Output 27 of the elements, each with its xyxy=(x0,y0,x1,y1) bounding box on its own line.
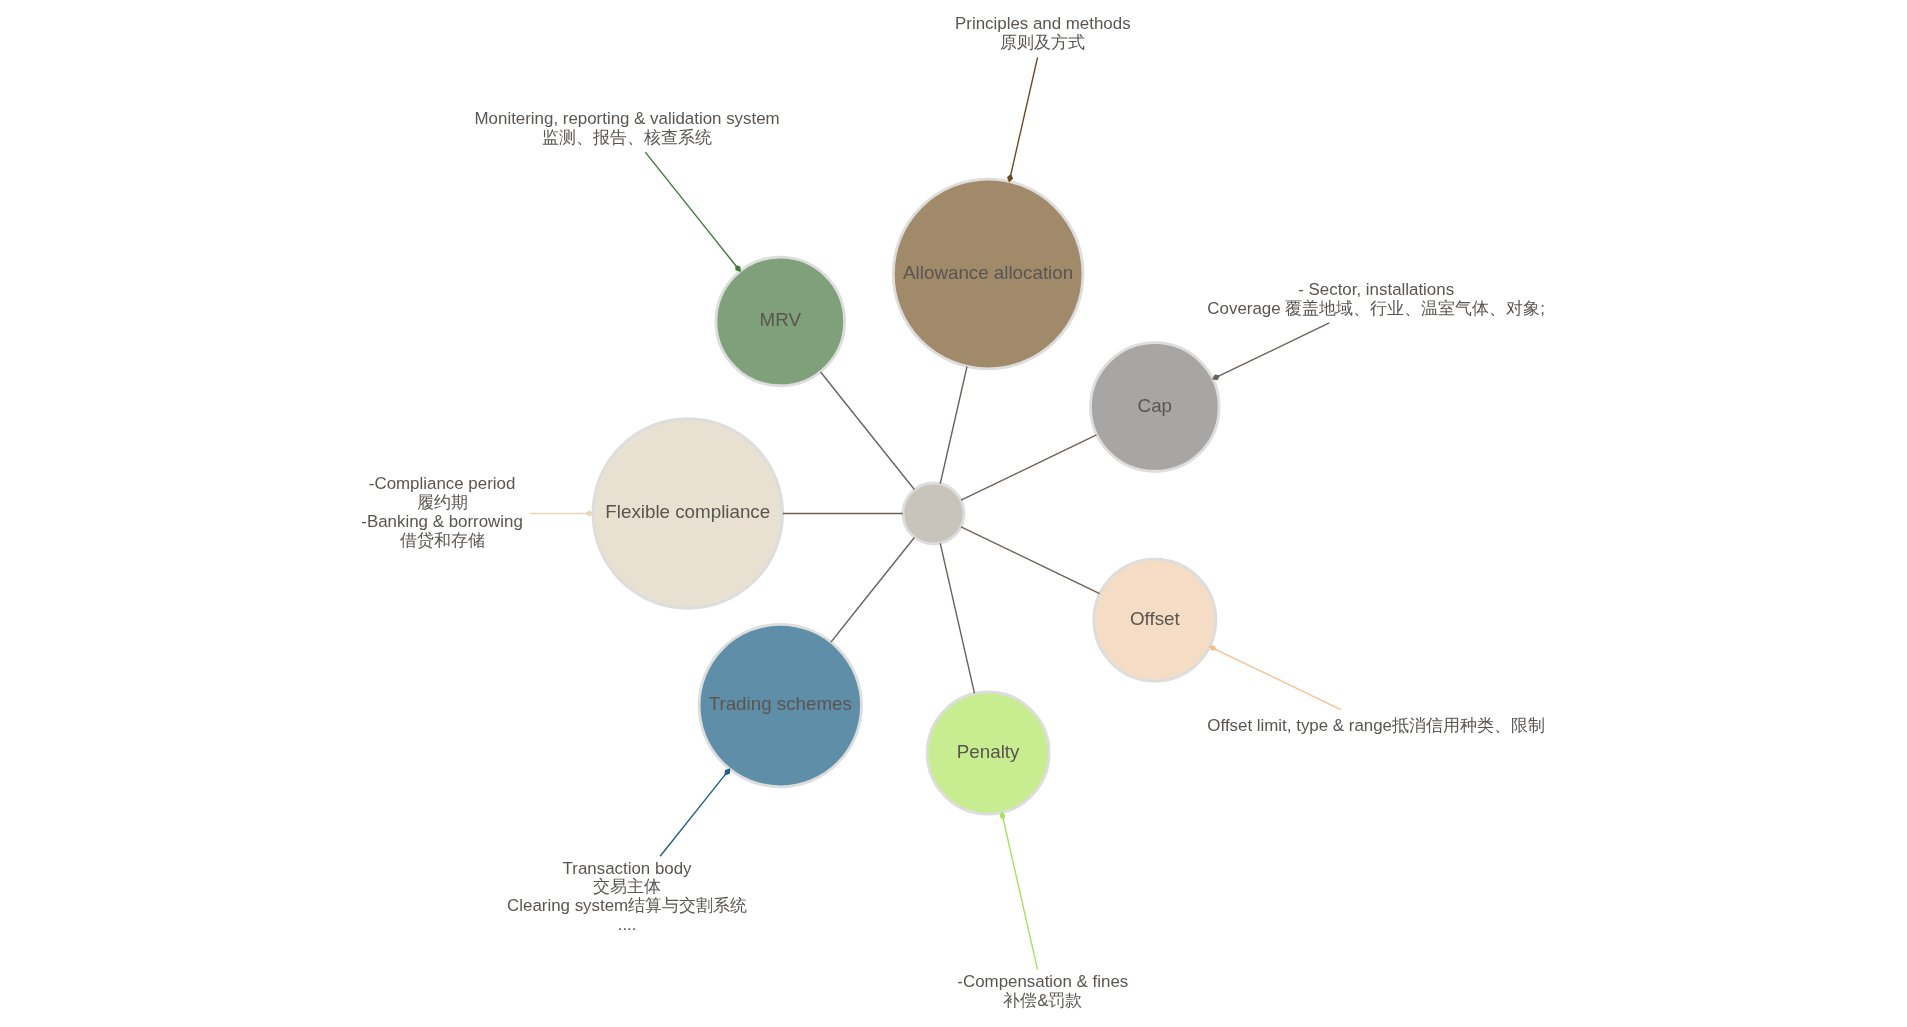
connector xyxy=(939,365,968,485)
node-text: - Sector, installations Coverage 覆盖地域、行业、温室气体、对象; xyxy=(1207,280,1545,318)
connector xyxy=(644,151,741,272)
connector xyxy=(659,768,731,857)
node-text: -Compensation & fines 补偿&罚款 xyxy=(957,972,1129,1011)
node-text: Monitering, reporting & validation system 监测、报告、核查系统 xyxy=(474,109,780,147)
connector xyxy=(960,434,1098,501)
node-circle: Flexible compliance xyxy=(591,417,784,610)
node-circle: Trading schemes xyxy=(697,622,863,789)
connector xyxy=(1007,56,1039,183)
node-text: Transaction body 交易主体 Clearing system结算与交割系统 .... xyxy=(507,858,748,934)
connector xyxy=(939,542,976,695)
connector xyxy=(529,510,594,517)
node-text: Principles and methods 原则及方式 xyxy=(955,14,1131,52)
connector xyxy=(1208,645,1342,711)
node-circle: Penalty xyxy=(925,690,1051,816)
connector xyxy=(1212,322,1330,381)
connector xyxy=(960,526,1101,595)
node-text: Offset limit, type & range抵消信用种类、限制 xyxy=(1207,715,1545,735)
node-circle: MRV xyxy=(714,255,846,388)
connector xyxy=(999,811,1039,971)
connector xyxy=(819,371,916,491)
connector xyxy=(830,536,916,643)
node-circle: Allowance allocation xyxy=(891,177,1085,371)
node-circle xyxy=(901,481,966,546)
connector xyxy=(782,512,904,515)
node-text: -Compliance period 履约期 -Banking & borrowing 借贷和存储 xyxy=(361,474,523,550)
